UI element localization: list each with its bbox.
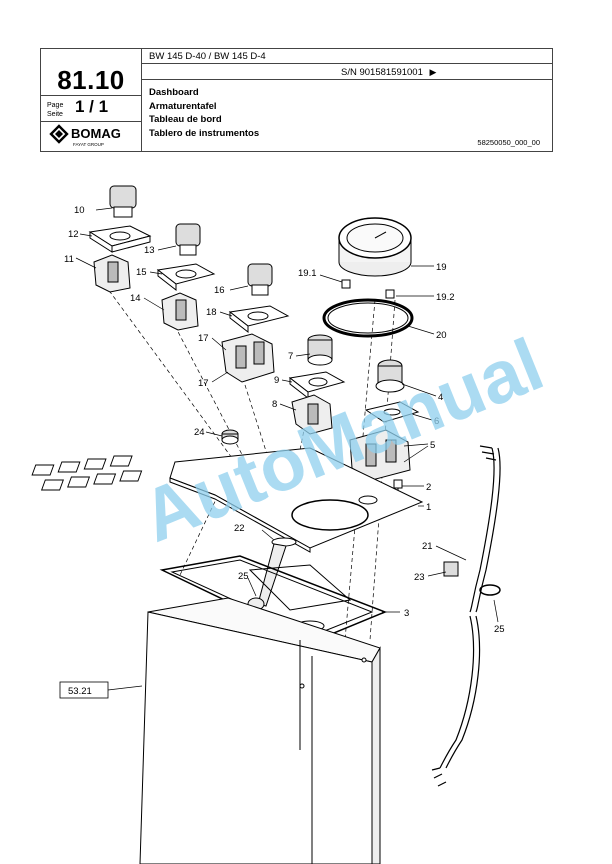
callout-label: 19 [436, 262, 447, 273]
rocker-switch-10 [109, 185, 137, 218]
bracket-22 [257, 537, 297, 607]
wire-harness-21 [431, 445, 501, 787]
callout-label: 13 [144, 245, 155, 256]
clip-23 [443, 561, 459, 577]
page-label: Page Seite [47, 102, 64, 118]
callout-label: 12 [68, 229, 79, 240]
callout-label: 24 [194, 427, 205, 438]
callout-label: 25 [238, 571, 249, 582]
callout-label: 17 [198, 333, 209, 344]
callout-label: 9 [274, 375, 279, 386]
key-switch-4 [375, 359, 405, 393]
divider [141, 49, 142, 152]
leader-lines [75, 207, 499, 691]
switch-body-5 [349, 429, 411, 481]
arrow-right-icon: ▶ [429, 67, 437, 77]
console-housing [139, 597, 381, 864]
switch-frame-18 [228, 305, 290, 334]
callout-label: 6 [434, 416, 439, 427]
bolt-19-2 [385, 289, 395, 299]
switch-body-8 [291, 394, 333, 435]
callout-label: 8 [272, 399, 277, 410]
switch-body-11 [93, 254, 131, 293]
brand-name: BOMAG [71, 126, 121, 141]
callout-label: 10 [74, 205, 85, 216]
title-es: Tablero de instrumentos [149, 127, 260, 139]
callout-label: 22 [234, 523, 245, 534]
callout-label: 21 [422, 541, 433, 552]
brand-subtitle: FAYAT GROUP [73, 142, 104, 147]
callout-label: 25 [494, 624, 505, 635]
reference-label: 53.21 [68, 686, 92, 697]
rocker-switch-13 [175, 223, 201, 256]
gauge-19 [338, 217, 412, 277]
title-de: Armaturentafel [149, 100, 217, 112]
callout-label: 23 [414, 572, 425, 583]
callout-label: 4 [438, 392, 443, 403]
title-en: Dashboard [149, 87, 199, 98]
switch-frame-9 [288, 371, 346, 400]
page-number: 1 / 1 [75, 97, 109, 116]
callout-label: 2 [426, 482, 431, 493]
cap-24 [221, 429, 239, 445]
callout-label: 17 [198, 378, 209, 389]
callout-label: 19.2 [436, 292, 455, 303]
callout-label: 3 [404, 608, 409, 619]
reference-box: 53.21 [59, 681, 109, 699]
serial-number: S/N 901581591001 ▶ [341, 67, 437, 78]
rocker-switch-16 [247, 263, 273, 296]
divider [141, 79, 553, 80]
callout-label: 19.1 [298, 268, 317, 279]
title-list: Dashboard Armaturentafel Tableau de bord… [149, 86, 259, 140]
callout-label: 16 [214, 285, 225, 296]
button-7 [307, 334, 333, 366]
dashboard-panel-1 [31, 447, 424, 553]
bolt-19-1 [341, 279, 351, 289]
bomag-logo: BOMAG FAYAT GROUP [49, 123, 139, 149]
model-name: BW 145 D-40 / BW 145 D-4 [149, 51, 266, 62]
callout-label: 20 [436, 330, 447, 341]
hose-clamp-25 [479, 584, 501, 596]
callout-label: 14 [130, 293, 141, 304]
title-block: BW 145 D-40 / BW 145 D-4 S/N 90158159100… [40, 48, 553, 152]
section-number: 81.10 [57, 65, 125, 95]
switch-body-17 [221, 333, 275, 383]
ring-20 [322, 298, 414, 338]
callout-label: 11 [64, 254, 74, 265]
divider [41, 121, 141, 122]
divider [41, 95, 141, 96]
switch-frame-15 [156, 263, 216, 292]
callout-label: 15 [136, 267, 147, 278]
switch-frame-12 [88, 225, 152, 253]
switch-body-14 [161, 292, 199, 331]
diamond-logo-icon: BOMAG FAYAT GROUP [49, 124, 121, 147]
callout-labels: 10 12 11 13 15 14 16 18 17 17 7 9 8 24 1… [64, 205, 505, 635]
callout-label: 5 [430, 440, 435, 451]
divider [141, 63, 553, 64]
title-fr: Tableau de bord [149, 114, 222, 125]
callout-label: 18 [206, 307, 217, 318]
drawing-number: 58250050_000_00 [477, 138, 540, 147]
callout-label: 7 [288, 351, 293, 362]
switch-frame-6 [364, 401, 420, 423]
callout-label: 1 [426, 502, 431, 513]
